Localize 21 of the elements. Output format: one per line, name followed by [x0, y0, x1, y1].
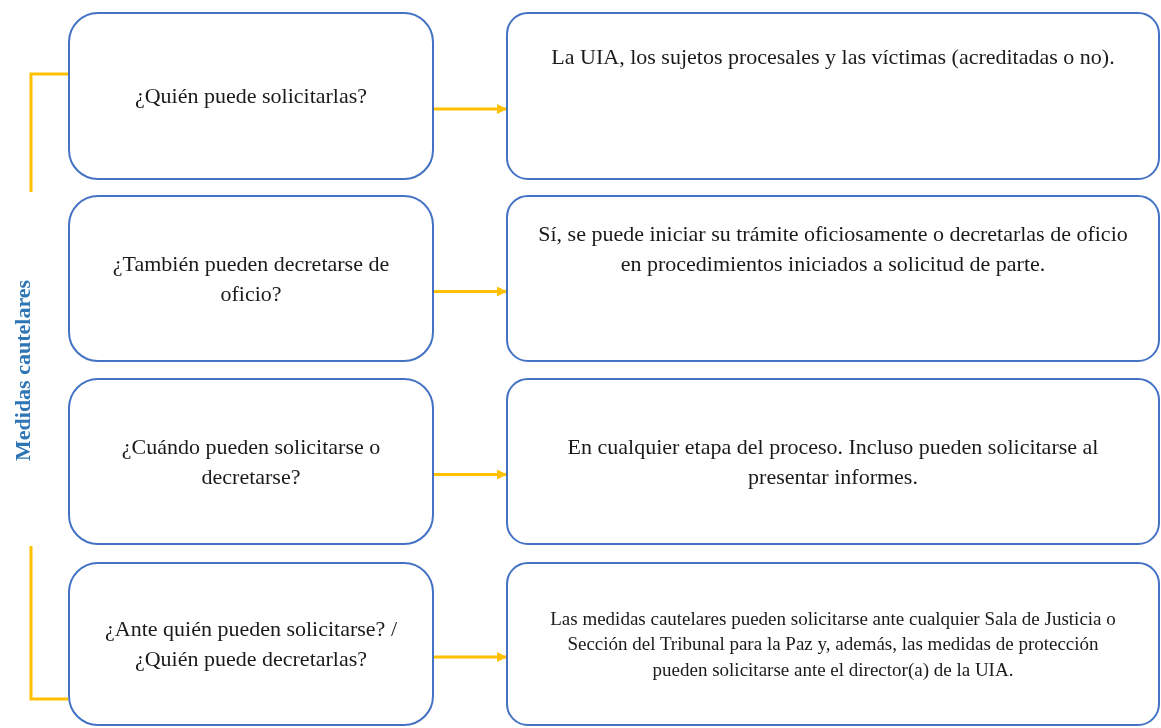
answer-box [506, 378, 1160, 545]
arrow [434, 286, 507, 297]
question-text: ¿Quién puede solicitarlas? [134, 82, 368, 111]
answer-text: Sí, se puede iniciar su trámite oficiosamente o decretarlas de oficio en procedimientos iniciados a solicitud de parte. [538, 220, 1128, 278]
question-box [68, 378, 434, 545]
answer-box [506, 12, 1160, 180]
question-box [68, 562, 434, 726]
arrow [434, 652, 507, 662]
question-box [68, 12, 434, 180]
arrow [434, 469, 507, 480]
answer-box [506, 562, 1160, 726]
answer-text: La UIA, los sujetos procesales y las víctimas (acreditadas o no). [551, 43, 1115, 71]
question-text: ¿También pueden decretarse de oficio? [111, 249, 391, 308]
answer-text: En cualquier etapa del proceso. Incluso pueden solicitarse al presentar informes. [566, 432, 1100, 491]
vertical-heading: Medidas cautelares [10, 278, 36, 463]
answer-box [506, 195, 1160, 362]
question-box [68, 195, 434, 362]
arrow [434, 104, 507, 114]
question-text: ¿Cuándo pueden solicitarse o decretarse? [120, 432, 382, 491]
answer-text: Las medidas cautelares pueden solicitarse ante cualquier Sala de Justicia o Sección del Tribunal para la Paz y, además, las medidas de protección pueden solicitarse ante el director(a) de la UIA. [549, 606, 1117, 682]
question-text: ¿Ante quién pueden solicitarse? / ¿Quién puede decretarlas? [104, 615, 398, 673]
